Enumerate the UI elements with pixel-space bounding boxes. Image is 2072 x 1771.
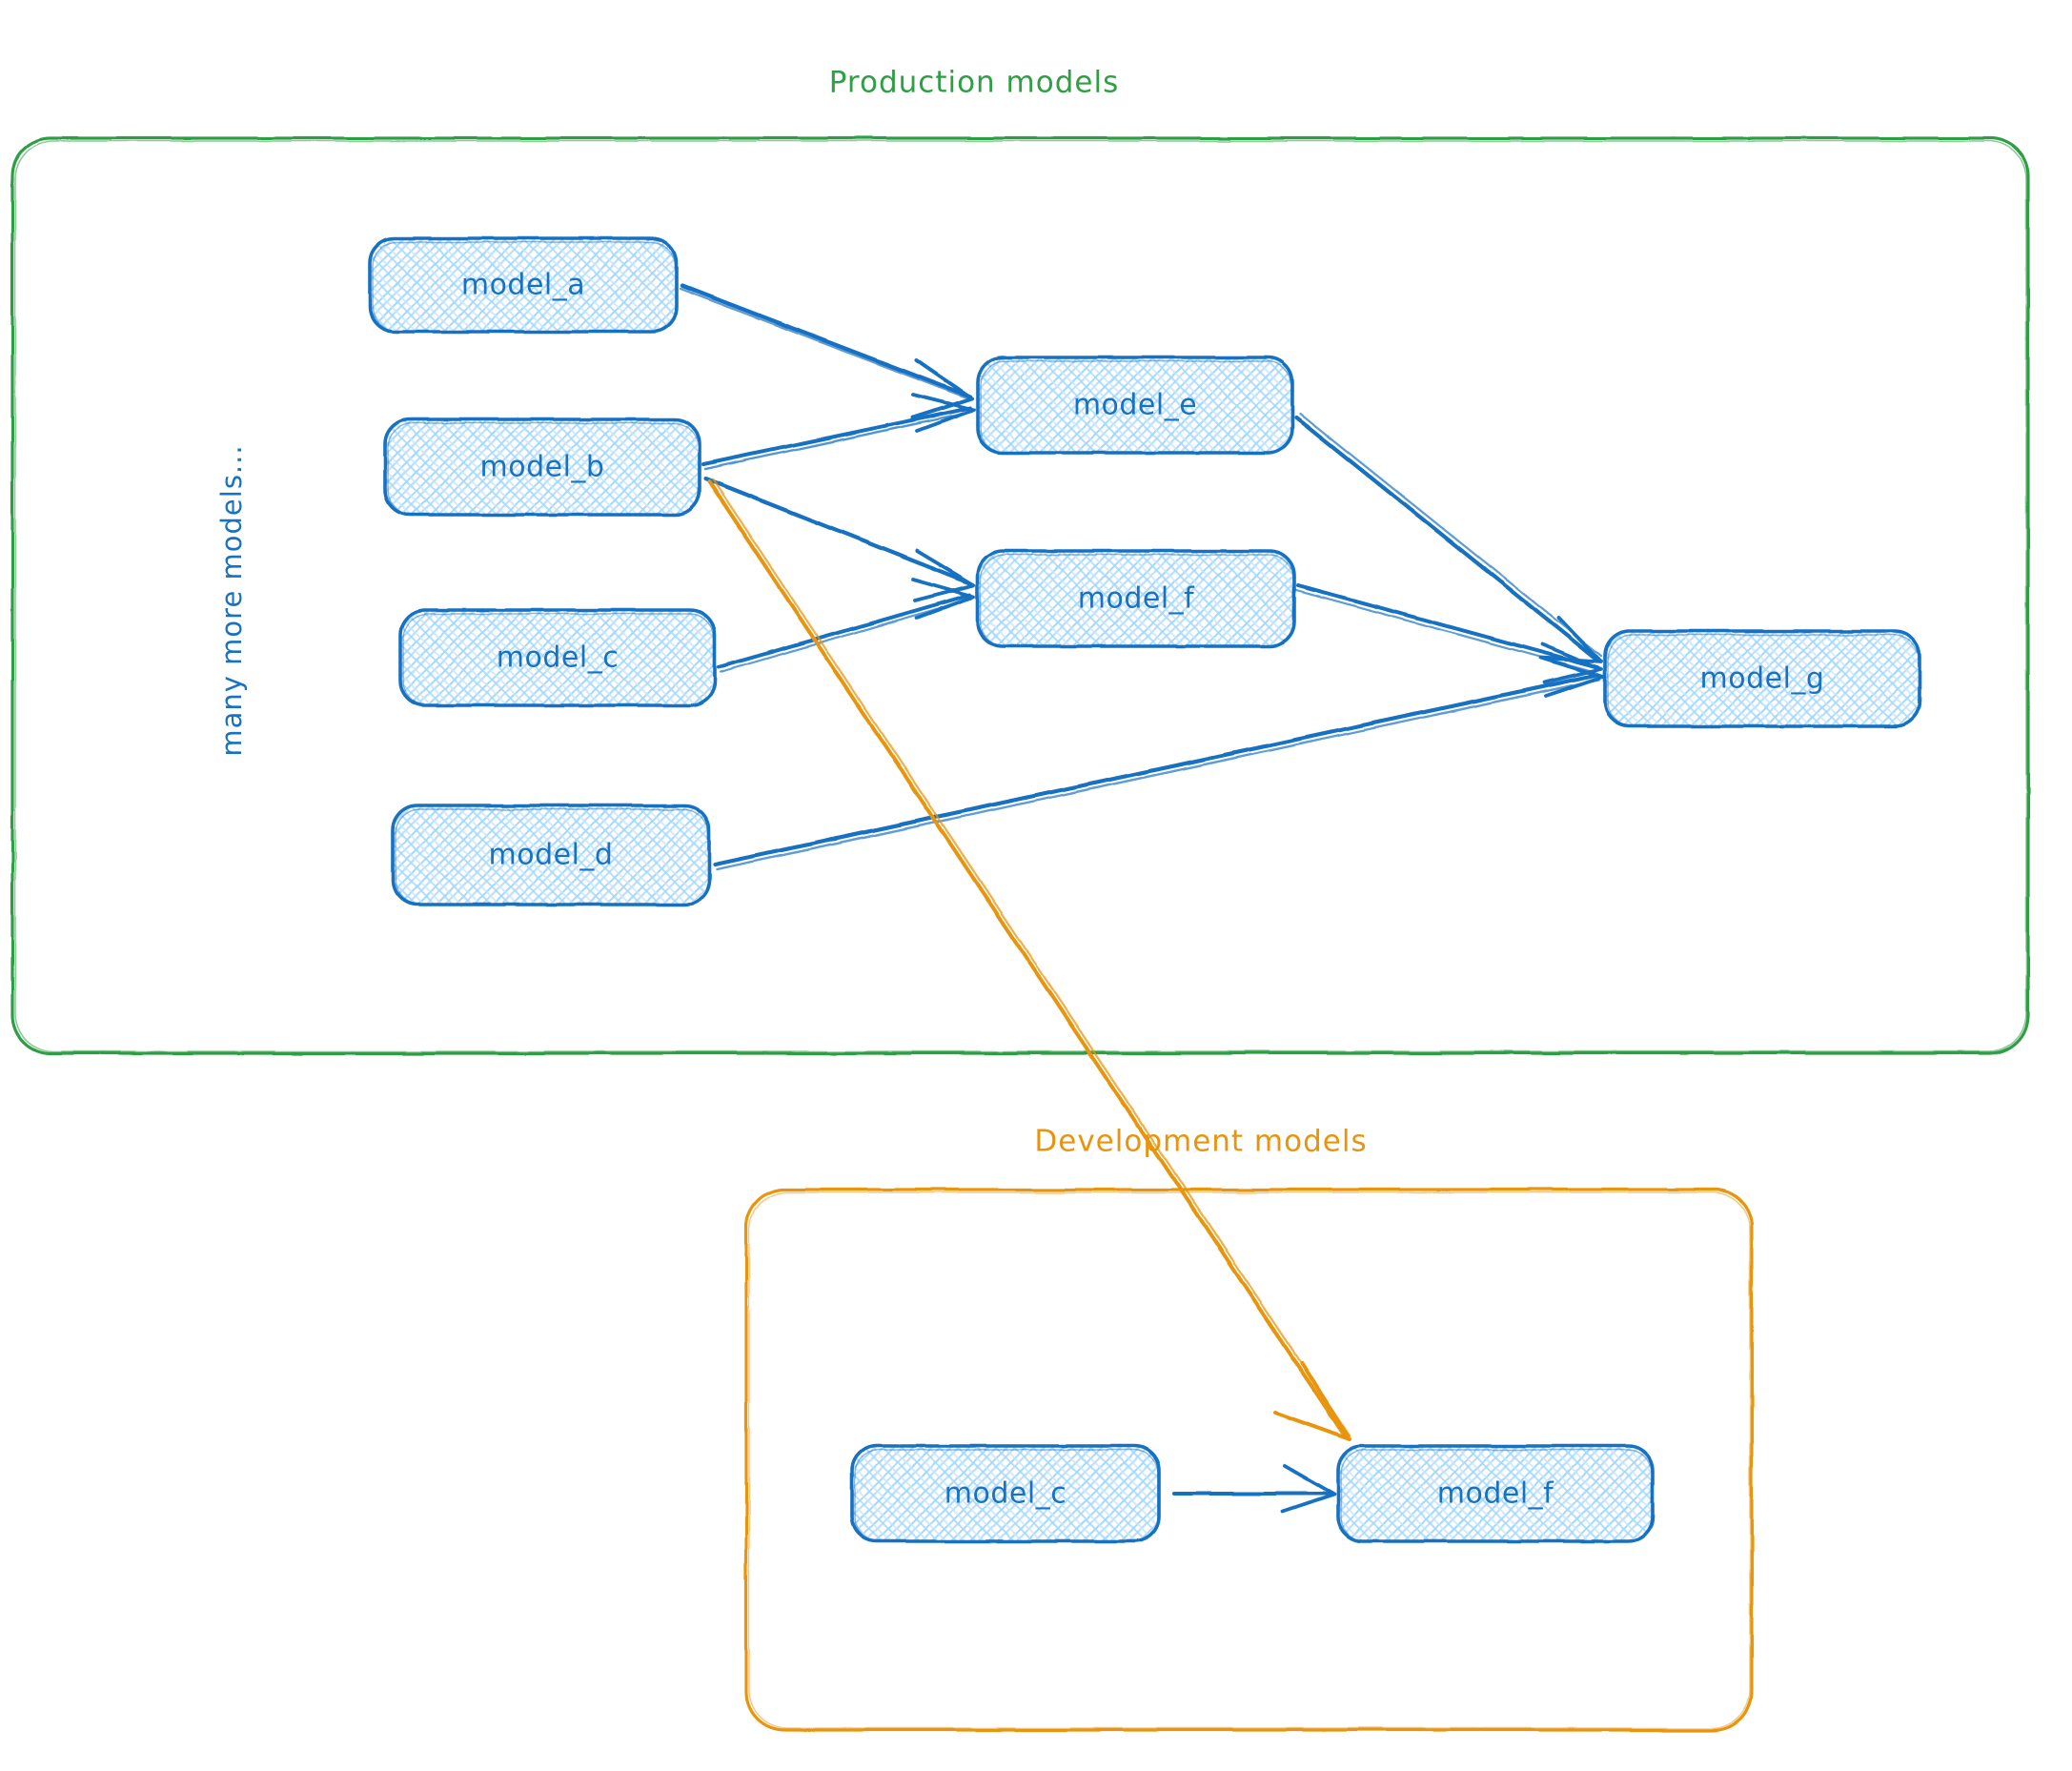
node-dev-model-c[interactable]: model_c — [850, 1444, 1161, 1543]
edge-model-b-to-model-e[interactable] — [701, 393, 976, 471]
edge-model-c-to-model-f[interactable] — [717, 578, 976, 674]
development-group-border — [744, 1188, 1754, 1732]
node-label-dev-model-f: model_f — [1437, 1477, 1554, 1511]
node-prod-model-b[interactable]: model_b — [383, 417, 701, 517]
node-label-dev-model-c: model_c — [945, 1477, 1066, 1511]
node-dev-model-f[interactable]: model_f — [1336, 1444, 1655, 1543]
edge-prod-model-b-to-dev-model-f[interactable] — [707, 478, 1351, 1441]
edge-model-a-to-model-e[interactable] — [679, 283, 974, 419]
many-more-models-note: many more models... — [215, 444, 248, 756]
nodes-layer: model_a model_b model_c — [368, 236, 1921, 1543]
edge-dev-model-c-to-dev-model-f[interactable] — [1172, 1464, 1336, 1514]
edge-model-f-to-model-g[interactable] — [1294, 583, 1603, 684]
node-prod-model-f[interactable]: model_f — [976, 549, 1296, 648]
edge-model-d-to-model-g[interactable] — [712, 656, 1605, 871]
node-prod-model-c[interactable]: model_c — [398, 608, 717, 707]
node-label-prod-model-f: model_f — [1078, 582, 1195, 616]
edges-layer — [679, 283, 1605, 1514]
group-production[interactable]: Production models — [10, 66, 2030, 1055]
node-label-prod-model-a: model_a — [461, 269, 585, 302]
node-label-prod-model-g: model_g — [1700, 662, 1825, 696]
node-prod-model-d[interactable]: model_d — [391, 804, 711, 906]
node-label-prod-model-d: model_d — [489, 839, 614, 872]
node-label-prod-model-c: model_c — [497, 641, 619, 675]
development-group-title: Development models — [1034, 1125, 1367, 1159]
node-label-prod-model-e: model_e — [1073, 389, 1197, 422]
production-group-border — [10, 136, 2030, 1055]
node-prod-model-g[interactable]: model_g — [1603, 629, 1921, 728]
node-prod-model-e[interactable]: model_e — [976, 356, 1294, 455]
node-prod-model-a[interactable]: model_a — [368, 236, 679, 334]
edge-model-b-to-model-f[interactable] — [702, 476, 976, 602]
group-development[interactable]: Development models — [744, 1125, 1754, 1732]
production-group-title: Production models — [829, 66, 1119, 100]
node-label-prod-model-b: model_b — [480, 451, 605, 484]
development-group-border-pass2 — [748, 1191, 1751, 1729]
production-group-border-pass2 — [14, 140, 2027, 1052]
edge-model-e-to-model-g[interactable] — [1293, 412, 1603, 663]
